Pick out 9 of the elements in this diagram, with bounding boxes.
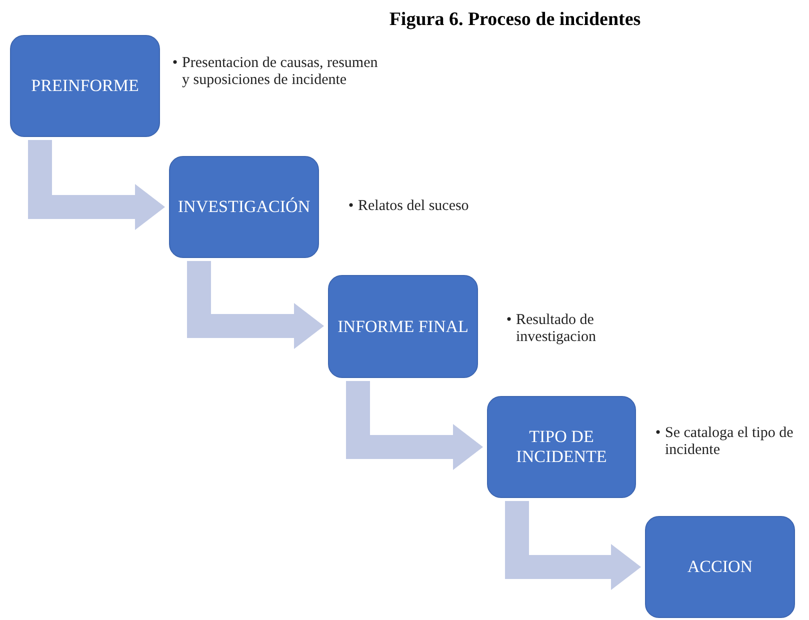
bent-arrow (505, 501, 641, 590)
process-box: ACCION (645, 516, 795, 618)
process-box: INVESTIGACIÓN (169, 156, 319, 258)
bent-arrow (187, 261, 324, 349)
process-box: INFORME FINAL (328, 275, 478, 378)
bent-arrow (346, 381, 483, 470)
figure-title: Figura 6. Proceso de incidentes (388, 9, 642, 31)
process-box: PREINFORME (10, 35, 160, 137)
process-box: TIPO DE INCIDENTE (487, 396, 636, 498)
